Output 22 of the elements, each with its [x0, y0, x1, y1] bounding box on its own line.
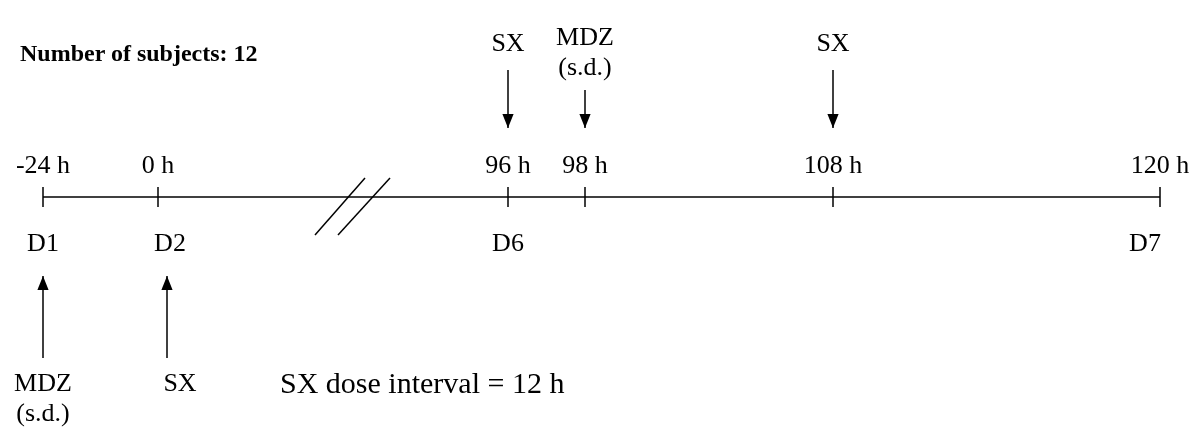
time-label: 120 h: [1130, 150, 1190, 180]
day-label: D1: [27, 228, 59, 258]
arrow: [37, 275, 49, 359]
heading: Number of subjects: 12: [20, 39, 258, 68]
day-label: D6: [492, 228, 524, 258]
time-label: 98 h: [562, 150, 608, 180]
time-label: 0 h: [141, 150, 175, 180]
arrow: [827, 69, 839, 129]
time-label: 96 h: [485, 150, 531, 180]
note-text: SX dose interval = 12 h: [280, 368, 565, 398]
drug-label: SX: [163, 368, 197, 398]
drug-label: SX: [816, 28, 850, 58]
day-label: D2: [154, 228, 186, 258]
drug-label: MDZ (s.d.): [3, 368, 83, 428]
arrow: [579, 89, 591, 129]
arrow: [502, 69, 514, 129]
day-label: D7: [1129, 228, 1161, 258]
time-label: 108 h: [803, 150, 863, 180]
drug-label: SX: [491, 28, 525, 58]
drug-label: MDZ (s.d.): [545, 22, 625, 82]
arrow: [161, 275, 173, 359]
time-label: -24 h: [15, 150, 71, 180]
